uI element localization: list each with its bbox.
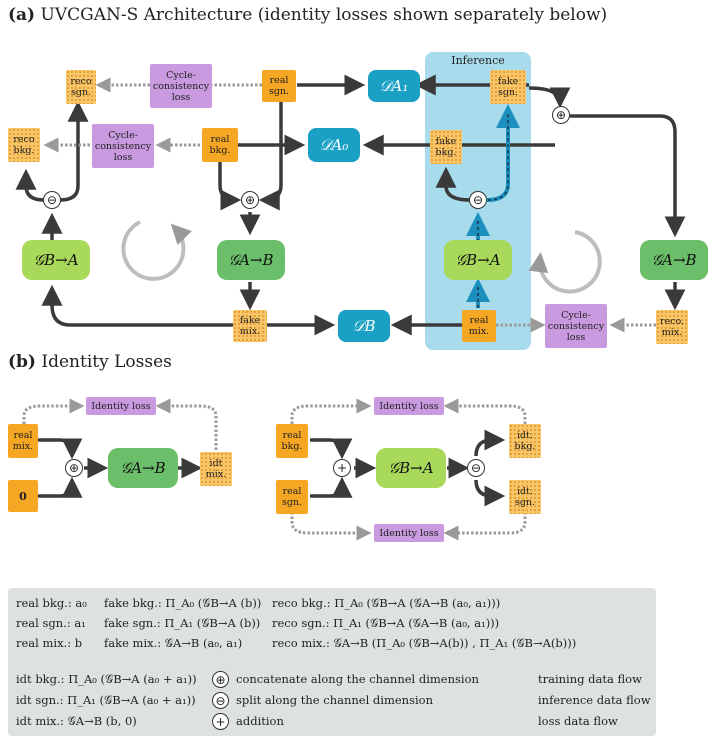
legend-training-flow: training data flow [538, 672, 642, 686]
legend-idt-sgn: idt sgn.: Π_A₁ (𝒢B→A (a₀ + a₁)) [16, 693, 196, 707]
idt-bkg-box: idt. bkg. [509, 424, 541, 458]
idt-concat-circle: ⊕ [65, 459, 83, 477]
identity-loss-1: Identity loss [86, 397, 156, 415]
legend-real-mix: real mix.: b [16, 636, 83, 650]
split-circle-left: ⊖ [43, 191, 61, 209]
idt-real-sgn-box: real sgn. [276, 480, 308, 514]
legend-idt-bkg: idt bkg.: Π_A₀ (𝒢B→A (a₀ + a₁)) [16, 672, 197, 686]
concat-circle-mid: ⊕ [241, 191, 259, 209]
d-b-label: 𝒟B [352, 317, 376, 335]
zero-box: 0 [8, 480, 38, 512]
legend-reco-bkg: reco bkg.: Π_A₀ (𝒢B→A (𝒢A→B (a₀, a₁))) [272, 596, 501, 610]
legend-idt-mix: idt mix.: 𝒢A→B (b, 0) [16, 714, 137, 728]
idt-real-bkg-box: real bkg. [276, 424, 308, 458]
legend-add-icon: + [212, 713, 229, 730]
fake-bkg-box: fake bkg. [430, 130, 462, 164]
idt-real-mix-box: real mix. [8, 424, 38, 458]
legend-panel [8, 588, 656, 736]
cycle-consistency-loss-top: Cycle-consistency loss [150, 64, 212, 108]
generator-b-to-a-inference: 𝒢B→A [444, 240, 512, 280]
generator-b-to-a-left: 𝒢B→A [22, 240, 90, 280]
legend-split-desc: split along the channel dimension [236, 693, 433, 707]
identity-loss-3: Identity loss [374, 524, 444, 542]
g-ba-idt-label: 𝒢B→A [388, 459, 434, 477]
idt-sgn-box: idt. sgn. [509, 480, 541, 514]
legend-concat-desc: concatenate along the channel dimension [236, 672, 479, 686]
idt-split-circle: ⊖ [467, 459, 485, 477]
d-a1-label: 𝒟A₁ [379, 77, 409, 95]
legend-fake-bkg: fake bkg.: Π_A₀ (𝒢B→A (b)) [104, 596, 262, 610]
identity-loss-2: Identity loss [374, 397, 444, 415]
legend-real-sgn: real sgn.: a₁ [16, 616, 86, 630]
g-ab-mid-label: 𝒢A→B [228, 251, 274, 269]
discriminator-d-b: 𝒟B [338, 310, 390, 342]
legend-reco-sgn: reco sgn.: Π_A₁ (𝒢B→A (𝒢A→B (a₀, a₁))) [272, 616, 500, 630]
reco-mix-box: reco. mix. [656, 310, 688, 344]
zero-label: 0 [19, 489, 27, 503]
idt-add-circle: + [333, 459, 351, 477]
legend-reco-mix: reco mix.: 𝒢A→B (Π_A₀ (𝒢B→A(b)) , Π_A₁ (… [272, 636, 577, 650]
heading-a: (a) UVCGAN-S Architecture (identity loss… [8, 5, 608, 25]
legend-fake-mix: fake mix.: 𝒢A→B (a₀, a₁) [104, 636, 243, 650]
legend-inference-flow: inference data flow [538, 693, 651, 707]
g-ba-infer-label: 𝒢B→A [455, 251, 501, 269]
idt-generator-b-to-a: 𝒢B→A [376, 448, 446, 488]
reco-sgn-box: reco sgn. [66, 70, 96, 104]
generator-a-to-b-mid: 𝒢A→B [217, 240, 285, 280]
d-a0-label: 𝒟A₀ [319, 136, 349, 154]
idt-generator-a-to-b: 𝒢A→B [108, 448, 178, 488]
discriminator-d-a1: 𝒟A₁ [368, 70, 420, 102]
real-sgn-box: real sgn. [262, 70, 296, 102]
fake-mix-box: fake mix. [233, 310, 267, 342]
split-circle-inference: ⊖ [469, 191, 487, 209]
inference-label: Inference [451, 54, 505, 67]
legend-concat-icon: ⊕ [212, 671, 229, 688]
generator-a-to-b-right: 𝒢A→B [640, 240, 708, 280]
legend-real-bkg: real bkg.: a₀ [16, 596, 87, 610]
fake-sgn-box: fake sgn. [490, 70, 526, 104]
reco-bkg-box: reco bkg. [8, 128, 40, 162]
legend-fake-sgn: fake sgn.: Π_A₁ (𝒢B→A (b)) [104, 616, 261, 630]
discriminator-d-a0: 𝒟A₀ [308, 128, 360, 162]
legend-split-icon: ⊖ [212, 692, 229, 709]
g-ba-left-label: 𝒢B→A [33, 251, 79, 269]
idt-mix-box: idt mix. [200, 452, 232, 486]
cycle-consistency-loss-bottom: Cycle-consistency loss [545, 304, 607, 348]
legend-add-desc: addition [236, 714, 284, 728]
heading-b: (b) Identity Losses [8, 352, 172, 372]
concat-circle-top-right: ⊕ [552, 106, 570, 124]
real-mix-box: real mix. [462, 310, 496, 342]
real-bkg-box: real bkg. [202, 128, 238, 162]
g-ab-right-label: 𝒢A→B [651, 251, 697, 269]
legend-loss-flow: loss data flow [538, 714, 618, 728]
cycle-consistency-loss-mid: Cycle-consistency loss [92, 124, 154, 168]
g-ab-idt-label: 𝒢A→B [120, 459, 166, 477]
